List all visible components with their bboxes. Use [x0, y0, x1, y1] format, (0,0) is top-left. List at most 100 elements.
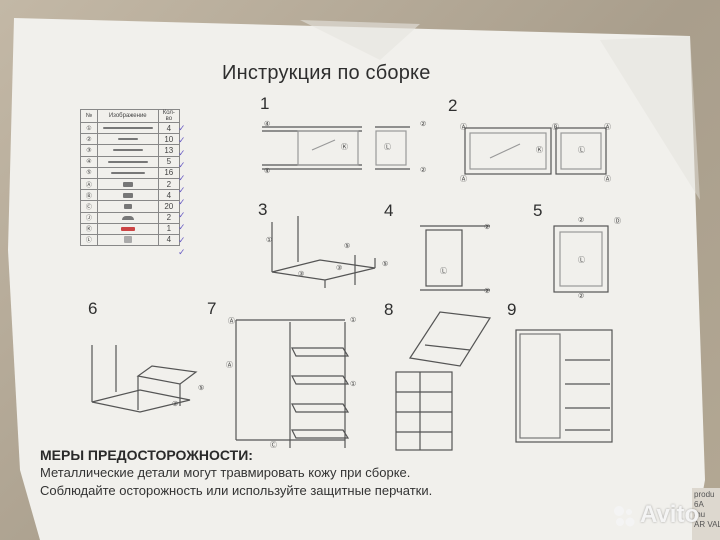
part-qty: 2 — [157, 177, 181, 191]
callout: Ⓓ — [614, 218, 621, 225]
step-number: 3 — [258, 200, 268, 219]
part-image — [117, 138, 138, 141]
callout: ⑤ — [382, 261, 389, 268]
step-8-diagram — [395, 311, 492, 451]
callout: ① — [350, 317, 357, 324]
parts-table-header: № Изображение Кол-во — [80, 109, 181, 123]
callout: Ⓚ — [536, 147, 543, 154]
part-qty: 1 — [157, 222, 181, 235]
part-image — [102, 127, 153, 130]
callout: Ⓐ — [604, 124, 611, 131]
part-qty: 10 — [157, 133, 181, 146]
step-number: 6 — [88, 299, 98, 318]
part-image — [112, 149, 143, 152]
step-number: 1 — [260, 94, 270, 113]
step-number: 9 — [507, 300, 517, 319]
part-qty: 2 — [157, 211, 181, 224]
part-image — [121, 215, 134, 220]
callout: Ⓑ — [552, 124, 559, 131]
callout: Ⓒ — [270, 442, 277, 449]
part-qty: 4 — [157, 233, 181, 247]
callout: Ⓛ — [578, 257, 585, 264]
callout: Ⓐ — [228, 318, 235, 325]
page-title: Инструкция по сборке — [222, 62, 431, 84]
avito-logo-icon — [614, 506, 635, 527]
part-qty: 4 — [157, 121, 181, 135]
callout: ① — [350, 381, 357, 388]
sticker-line: produ — [694, 490, 715, 499]
callout: Ⓛ — [440, 268, 447, 275]
sticker-line: AR VALIE — [694, 520, 720, 529]
callout: Ⓐ — [460, 176, 467, 183]
callout: Ⓚ — [341, 144, 348, 151]
callout: ② — [484, 224, 491, 231]
part-label: ④ — [80, 155, 98, 168]
step-7-diagram — [235, 319, 350, 448]
part-image — [123, 203, 132, 209]
step-number: 4 — [384, 201, 394, 220]
callout: ⑤ — [198, 385, 205, 392]
callout: ① — [266, 237, 273, 244]
callout: Ⓛ — [578, 147, 585, 154]
part-label: ① — [80, 121, 98, 135]
callout: ⑤ — [344, 243, 351, 250]
part-qty: 4 — [157, 189, 181, 202]
callout: ② — [420, 167, 427, 174]
part-label: Ⓙ — [80, 211, 98, 224]
step-9-diagram — [515, 329, 613, 443]
callout: Ⓛ — [384, 144, 391, 151]
step-6-diagram — [91, 345, 198, 413]
warning-title: МЕРЫ ПРЕДОСТОРОЖНОСТИ: — [40, 447, 253, 463]
part-image — [110, 171, 145, 174]
step-4-diagram — [420, 225, 490, 291]
part-image — [107, 160, 148, 163]
sticker-line: thu — [694, 510, 706, 519]
part-qty: 5 — [157, 155, 181, 168]
step-number: 8 — [384, 300, 394, 319]
part-qty: 20 — [157, 200, 181, 213]
handwritten-checkmarks: ✓✓✓✓✓✓✓✓✓✓✓ — [178, 123, 186, 258]
callout: ③ — [336, 265, 343, 272]
callout: Ⓐ — [226, 362, 233, 369]
table-row: ② 10 — [80, 133, 181, 146]
part-image — [123, 236, 132, 244]
step-number: 2 — [448, 96, 458, 115]
callout: ② — [578, 293, 585, 300]
callout: ③ — [298, 271, 305, 278]
step-number: 7 — [207, 299, 217, 318]
part-label: ② — [80, 133, 98, 146]
step-1-diagram — [262, 126, 410, 170]
callout: ② — [484, 288, 491, 295]
warning-line-2: Соблюдайте осторожность или используйте … — [40, 483, 433, 498]
callout: ③ — [172, 401, 179, 408]
step-2-diagram — [464, 127, 607, 175]
callout: Ⓐ — [604, 176, 611, 183]
part-image — [120, 226, 135, 231]
step-3-diagram — [271, 216, 376, 288]
step-5-diagram — [553, 225, 609, 293]
part-qty: 16 — [157, 166, 181, 179]
part-image — [122, 181, 133, 187]
warning-line-1: Металлические детали могут травмировать … — [40, 465, 411, 480]
callout: Ⓐ — [460, 124, 467, 131]
part-qty: 13 — [157, 144, 181, 157]
part-label: Ⓚ — [80, 222, 98, 235]
callout: ④ — [264, 121, 271, 128]
callout: ④ — [264, 168, 271, 175]
watermark: Avito — [640, 501, 700, 528]
part-image — [122, 192, 133, 198]
step-number: 5 — [533, 201, 543, 220]
